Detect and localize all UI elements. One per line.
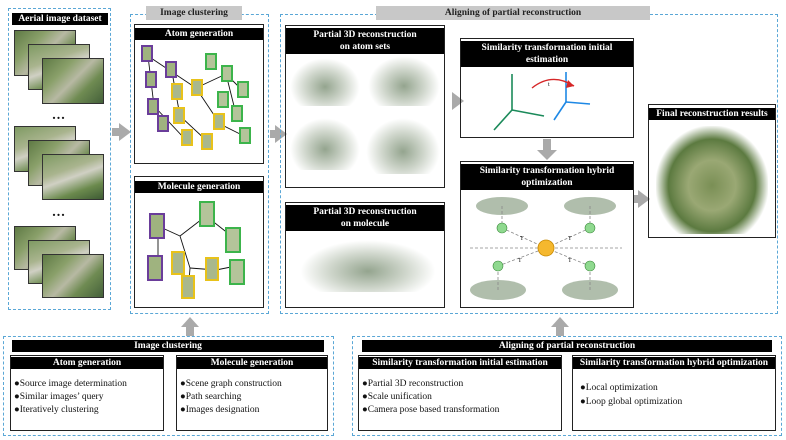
flow-arrow-head bbox=[638, 190, 650, 208]
point-cloud bbox=[290, 118, 360, 170]
summary-molecule-box bbox=[176, 355, 328, 431]
node-label: T bbox=[518, 258, 522, 264]
summary-hybrid-title: Similarity transformation hybrid optimiz… bbox=[573, 357, 775, 369]
flow-arrow-head bbox=[551, 317, 569, 327]
atom-generation-box bbox=[134, 24, 264, 164]
aerial-dataset-panel bbox=[8, 8, 111, 310]
partial-atom-title: Partial 3D reconstruction on atom sets bbox=[286, 28, 444, 54]
point-cloud bbox=[366, 118, 440, 174]
hybrid-optimization-title: Similarity transformation hybrid optimiz… bbox=[461, 164, 633, 190]
molecule-graph bbox=[147, 201, 245, 299]
summary-molecule-item: ●Scene graph construction bbox=[180, 379, 282, 389]
summary-atom-item: ●Source image determination bbox=[14, 379, 127, 389]
molecule-generation-box bbox=[134, 176, 264, 308]
partial-molecule-box bbox=[285, 202, 445, 308]
flow-arrow-shaft bbox=[186, 326, 194, 336]
summary-hybrid-item: ●Loop global optimization bbox=[580, 397, 683, 407]
summary-initial-item: ●Partial 3D reconstruction bbox=[362, 379, 464, 389]
image-clustering-tag: Image clustering bbox=[146, 6, 242, 20]
flow-arrow-head bbox=[452, 92, 464, 110]
partial-molecule-title: Partial 3D reconstruction on molecule bbox=[286, 205, 444, 231]
flow-arrow-shaft bbox=[270, 130, 276, 138]
aerial-image bbox=[42, 58, 104, 104]
summary-initial-item: ●Camera pose based transformation bbox=[362, 405, 500, 415]
atom-graph bbox=[141, 45, 251, 150]
ellipsis: ... bbox=[52, 108, 66, 123]
summary-hybrid-box bbox=[572, 355, 776, 431]
initial-estimation-title: Similarity transformation initial estima… bbox=[461, 41, 633, 67]
optimization-graph: T T T T bbox=[470, 197, 622, 300]
coordinate-axes: t bbox=[493, 72, 591, 131]
summary-initial-box bbox=[358, 355, 562, 431]
summary-aligning-title: Aligning of partial reconstruction bbox=[362, 340, 772, 352]
node-label: T bbox=[568, 236, 572, 242]
node-label: T bbox=[520, 236, 524, 242]
point-cloud bbox=[300, 240, 436, 292]
flow-arrow-head bbox=[181, 317, 199, 327]
final-results-box bbox=[648, 104, 776, 238]
summary-initial-title: Similarity transformation initial estima… bbox=[359, 357, 561, 369]
flow-arrow-head bbox=[275, 125, 287, 143]
flow-arrow-shaft bbox=[634, 195, 640, 203]
flow-arrow-head bbox=[537, 150, 557, 160]
summary-clustering-panel bbox=[3, 336, 334, 436]
summary-molecule-item: ●Path searching bbox=[180, 392, 242, 402]
initial-estimation-box bbox=[460, 38, 634, 138]
summary-initial-item: ●Scale unification bbox=[362, 392, 432, 402]
point-cloud bbox=[368, 56, 440, 106]
summary-atom-item: ●Iteratively clustering bbox=[14, 405, 99, 415]
translation-label: t bbox=[548, 82, 550, 88]
aerial-dataset-title: Aerial image dataset bbox=[12, 13, 108, 25]
hybrid-optimization-box bbox=[460, 161, 634, 308]
summary-molecule-title: Molecule generation bbox=[177, 357, 327, 369]
flow-arrow-head bbox=[119, 123, 131, 141]
summary-hybrid-item: ●Local optimization bbox=[580, 383, 658, 393]
summary-atom-title: Atom generation bbox=[11, 357, 163, 369]
atom-generation-title: Atom generation bbox=[135, 28, 263, 40]
aligning-tag: Aligning of partial reconstruction bbox=[376, 6, 650, 20]
summary-atom-item: ●Similar images’ query bbox=[14, 392, 104, 402]
aerial-image bbox=[42, 154, 104, 200]
flow-arrow-shaft bbox=[556, 326, 564, 336]
flow-arrow-shaft bbox=[543, 139, 551, 151]
partial-atom-box bbox=[285, 25, 445, 188]
ellipsis: ... bbox=[52, 205, 66, 220]
aerial-image bbox=[42, 254, 104, 298]
node-label: T bbox=[568, 258, 572, 264]
summary-aligning-panel bbox=[352, 336, 782, 436]
summary-clustering-title: Image clustering bbox=[12, 340, 324, 352]
summary-atom-box bbox=[10, 355, 164, 431]
flow-arrow-shaft bbox=[112, 128, 120, 136]
summary-molecule-item: ●Images designation bbox=[180, 405, 260, 415]
final-results-title: Final reconstruction results bbox=[649, 108, 775, 120]
molecule-generation-title: Molecule generation bbox=[135, 181, 263, 193]
point-cloud bbox=[290, 58, 360, 106]
final-reconstruction-mesh bbox=[656, 126, 768, 234]
